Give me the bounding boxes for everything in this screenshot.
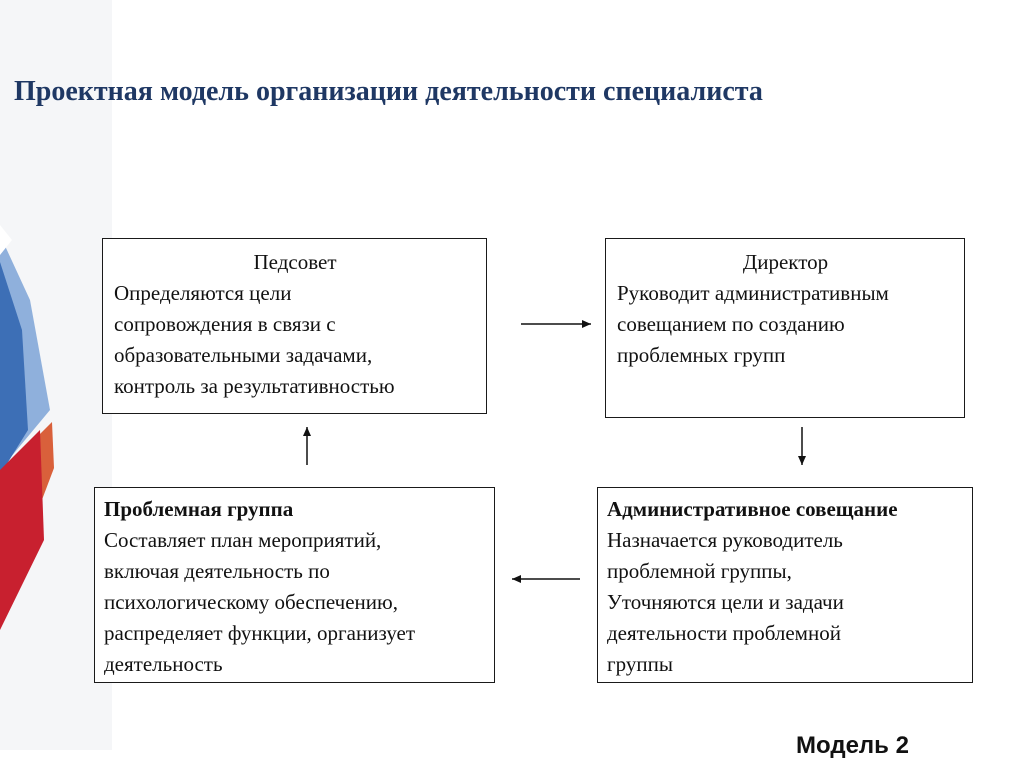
- problem-group-text: Составляет план мероприятий, включая дея…: [104, 525, 484, 680]
- admin-meeting-line: деятельности проблемной: [607, 621, 841, 645]
- problem-group-box: Проблемная группа Составляет план меропр…: [94, 487, 495, 683]
- pedsovet-box: Педсовет Определяются цели сопровождения…: [102, 238, 487, 414]
- problem-group-line: Составляет план мероприятий,: [104, 528, 382, 552]
- problem-group-heading: Проблемная группа: [104, 497, 294, 521]
- pedsovet-line: образовательными задачами,: [114, 343, 373, 367]
- director-line: проблемных групп: [617, 343, 786, 367]
- ribbon-blue: [0, 262, 28, 475]
- pedsovet-heading: Педсовет: [253, 250, 337, 274]
- pedsovet-text: Определяются цели сопровождения в связи …: [114, 278, 476, 402]
- problem-group-line: распределяет функции, организует: [104, 621, 416, 645]
- ribbon-red: [0, 430, 44, 630]
- decorative-ribbon: [0, 0, 112, 750]
- problem-group-line: включая деятельность по: [104, 559, 330, 583]
- director-line: совещанием по созданию: [617, 312, 845, 336]
- admin-meeting-line: Назначается руководитель: [607, 528, 843, 552]
- director-line: Руководит административным: [617, 281, 889, 305]
- pedsovet-line: контроль за результативностью: [114, 374, 395, 398]
- director-heading: Директор: [742, 250, 829, 274]
- admin-meeting-box: Административное совещание Назначается р…: [597, 487, 973, 683]
- problem-group-line: психологическому обеспечению,: [104, 590, 398, 614]
- pedsovet-line: Определяются цели: [114, 281, 292, 305]
- admin-meeting-line: Уточняются цели и задачи: [607, 590, 844, 614]
- page-title: Проектная модель организации деятельност…: [14, 76, 763, 107]
- admin-meeting-line: группы: [607, 652, 673, 676]
- admin-meeting-line: проблемной группы,: [607, 559, 792, 583]
- admin-meeting-text: Назначается руководитель проблемной груп…: [607, 525, 964, 680]
- ribbon-white-slash: [0, 225, 12, 255]
- director-box: Директор Руководит административным сове…: [605, 238, 965, 418]
- admin-meeting-heading: Административное совещание: [607, 497, 898, 521]
- director-text: Руководит административным совещанием по…: [617, 278, 954, 371]
- pedsovet-line: сопровождения в связи с: [114, 312, 336, 336]
- model-label: Модель 2: [796, 732, 909, 759]
- problem-group-line: деятельность: [104, 652, 223, 676]
